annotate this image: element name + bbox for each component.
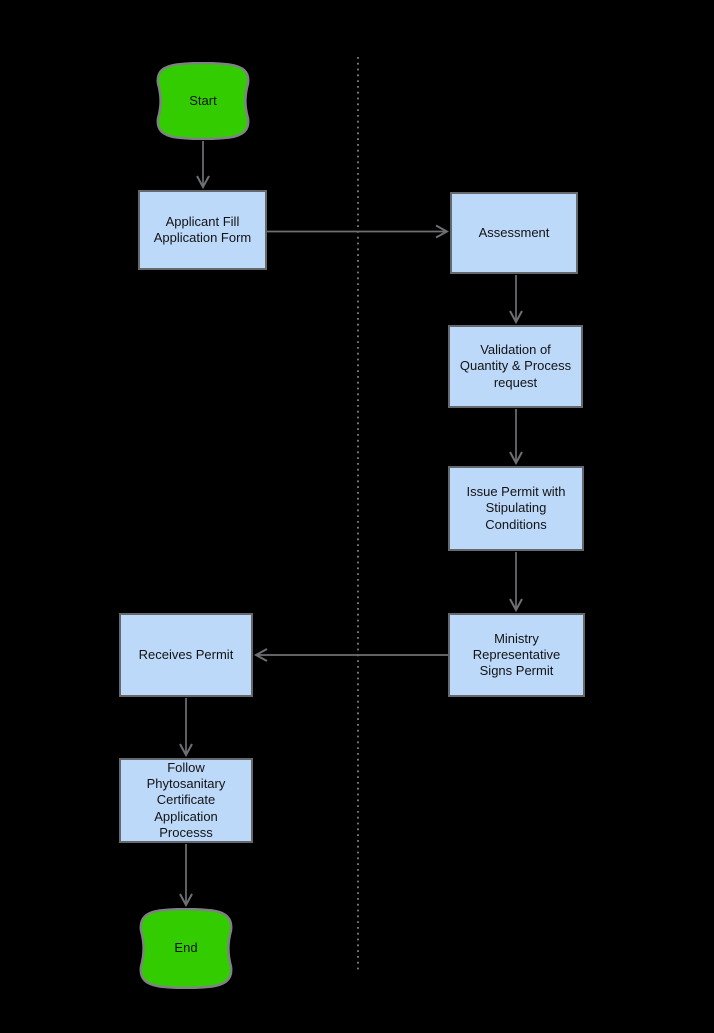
node-follow-process-label: Follow Phytosanitary Certificate Applica… — [146, 759, 226, 840]
node-receives-permit-label: Receives Permit — [138, 646, 234, 662]
node-validation-label: Validation of Quantity & Process request — [459, 342, 572, 390]
node-start[interactable]: Start — [153, 62, 253, 140]
node-end-label: End — [174, 940, 198, 956]
node-end[interactable]: End — [136, 908, 236, 989]
node-applicant-fill-form[interactable]: Applicant Fill Application Form — [138, 190, 267, 270]
node-ministry-signs[interactable]: Ministry Representative Signs Permit — [448, 613, 585, 697]
node-start-label: Start — [189, 92, 217, 108]
node-issue-permit[interactable]: Issue Permit with Stipulating Conditions — [448, 466, 584, 551]
terminator-shape — [156, 62, 250, 140]
node-assessment-label: Assessment — [478, 224, 550, 240]
node-applicant-fill-form-label: Applicant Fill Application Form — [153, 213, 252, 245]
node-assessment[interactable]: Assessment — [450, 192, 578, 274]
node-follow-process[interactable]: Follow Phytosanitary Certificate Applica… — [119, 758, 253, 843]
node-issue-permit-label: Issue Permit with Stipulating Conditions — [466, 484, 566, 532]
node-ministry-signs-label: Ministry Representative Signs Permit — [472, 630, 561, 679]
node-receives-permit[interactable]: Receives Permit — [119, 613, 253, 697]
terminator-shape — [139, 908, 233, 989]
node-validation[interactable]: Validation of Quantity & Process request — [448, 325, 583, 408]
